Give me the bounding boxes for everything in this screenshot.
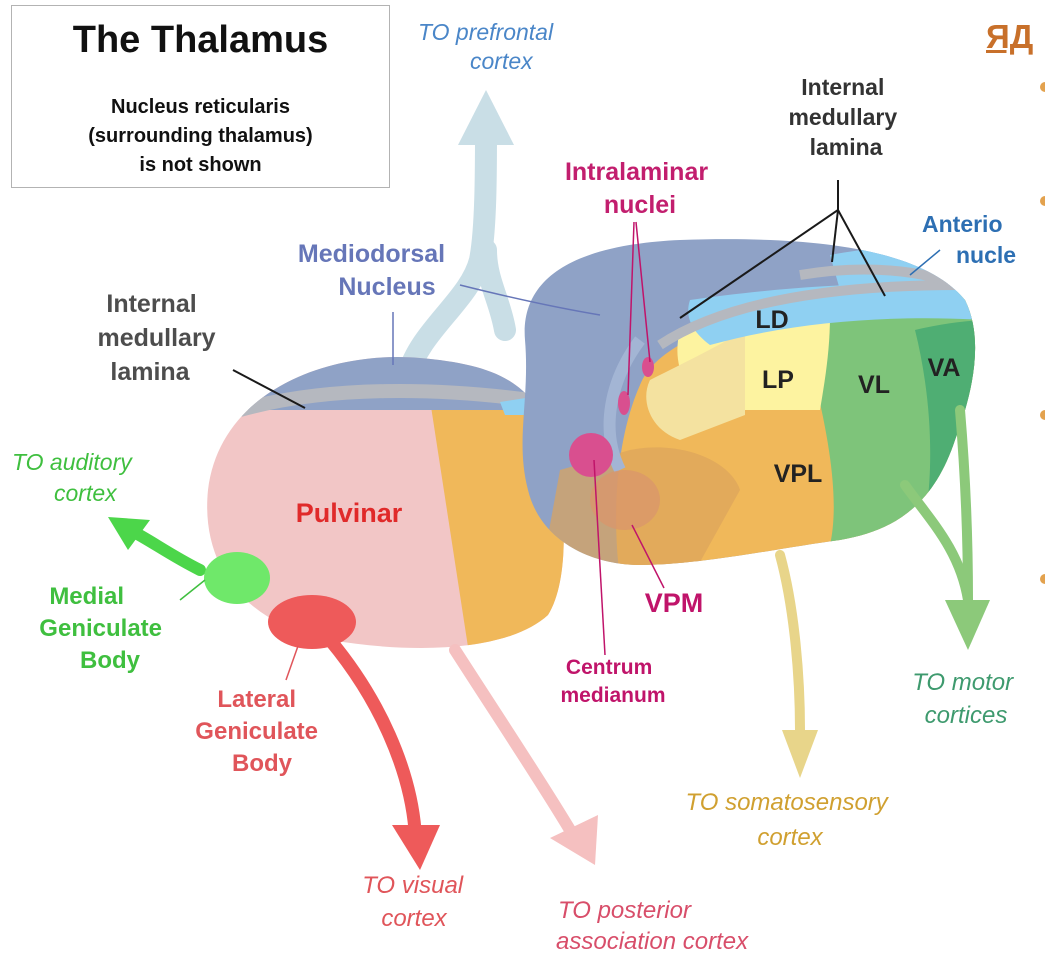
motor-arrowhead — [945, 600, 990, 650]
label-vpl: VPL — [774, 460, 823, 488]
lateral-geniculate-body — [268, 595, 356, 649]
posterior-arrow — [449, 644, 576, 836]
intralaminar-nucleus-dot — [642, 357, 654, 377]
label-pulvinar: Pulvinar — [296, 498, 403, 528]
somatosensory-arrow — [775, 550, 805, 735]
bullet-marker — [1040, 82, 1045, 92]
label-internal-medullary-lamina-right: Internal medullary lamina — [788, 74, 903, 160]
label-medial-geniculate-body: Medial Geniculate Body — [39, 583, 168, 674]
visual-arrow — [323, 633, 422, 837]
label-to-somatosensory: TO somatosensory cortex — [686, 789, 895, 851]
label-mediodorsal-nucleus: Mediodorsal Nucleus — [298, 240, 452, 301]
bullet-marker — [1040, 196, 1045, 206]
label-va: VA — [928, 354, 961, 382]
label-to-auditory: TO auditory cortex — [12, 449, 138, 506]
label-internal-medullary-lamina-left: Internal medullary lamina — [97, 290, 222, 386]
medial-geniculate-body — [204, 552, 270, 604]
posterior-arrowhead — [550, 815, 598, 865]
label-lateral-geniculate-body: Lateral Geniculate Body — [195, 686, 324, 777]
bullet-marker — [1040, 574, 1045, 584]
label-intralaminar-nuclei: Intralaminar nuclei — [565, 158, 715, 219]
reticularis-note: Nucleus reticularis (surrounding thalamu… — [88, 96, 313, 176]
internal-lamina-band — [657, 280, 961, 350]
bullet-marker — [1040, 410, 1045, 420]
label-to-posterior: TO posterior association cortex — [556, 897, 749, 954]
label-to-visual: TO visual cortex — [362, 872, 470, 932]
label-centrum-medianum: Centrum medianum — [560, 656, 665, 707]
motor-arrow — [900, 480, 973, 605]
intralaminar-band — [603, 336, 645, 473]
somatosensory-arrowhead — [782, 730, 818, 778]
visual-arrowhead — [392, 825, 440, 870]
diagram-title: The Thalamus — [72, 19, 329, 61]
label-to-prefrontal: TO prefrontal cortex — [418, 19, 559, 74]
label-to-motor: TO motor cortices — [912, 669, 1020, 729]
auditory-arrow — [124, 524, 206, 576]
label-vl: VL — [858, 371, 890, 399]
prefrontal-arrow — [397, 90, 516, 386]
auditory-arrowhead — [108, 517, 150, 550]
cropped-slide-heading: ЯД — [986, 18, 1034, 55]
title-box: The Thalamus Nucleus reticularis (surrou… — [11, 5, 390, 188]
label-vpm: VPM — [645, 588, 704, 618]
label-lp: LP — [762, 366, 794, 394]
centrum-medianum-body — [569, 433, 613, 477]
vpm-oval — [590, 470, 660, 530]
intralaminar-nucleus-dot — [618, 391, 630, 415]
label-ld: LD — [755, 306, 788, 334]
lp-lower-region — [646, 330, 745, 440]
leader-lines — [232, 180, 886, 409]
label-anterior-nuclei: Anterio nucle — [922, 211, 1016, 268]
right-thalamus — [522, 239, 976, 565]
